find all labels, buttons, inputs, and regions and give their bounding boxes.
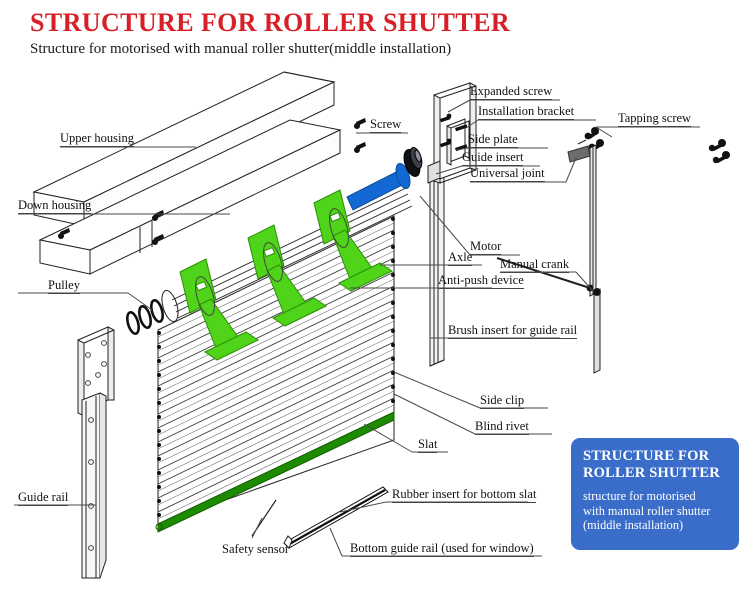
axle-assembly xyxy=(126,187,413,361)
pulley-rings xyxy=(126,299,164,335)
label-screw: Screw xyxy=(370,117,402,133)
bottom-guide-rail-part xyxy=(283,486,389,549)
installation-bracket-part xyxy=(427,82,477,184)
label-side-plate: Side plate xyxy=(468,132,518,148)
right-guide-rail-part xyxy=(429,169,445,367)
info-card-title-line-2: ROLLER SHUTTER xyxy=(583,465,720,481)
label-manual-crank: Manual crank xyxy=(500,257,570,273)
info-card-title-line-1: STRUCTURE FOR xyxy=(583,448,710,464)
label-pulley: Pulley xyxy=(48,278,80,294)
pulley-plate-part xyxy=(77,326,115,579)
label-installation-bracket: Installation bracket xyxy=(478,104,575,120)
anti-push-device-2 xyxy=(247,224,328,327)
label-rubber-insert: Rubber insert for bottom slat xyxy=(392,487,537,503)
universal-joint-part xyxy=(496,127,730,374)
page-title: STRUCTURE FOR ROLLER SHUTTER xyxy=(30,8,511,37)
label-brush-insert: Brush insert for guide rail xyxy=(448,323,578,339)
label-guide-insert: Guide insert xyxy=(462,150,524,166)
slat-curtain-panel xyxy=(155,215,395,533)
page-subtitle: Structure for motorised with manual roll… xyxy=(30,41,452,57)
label-anti-push-device: Anti-push device xyxy=(438,273,524,289)
motor-part xyxy=(346,146,423,211)
anti-push-device-3 xyxy=(313,189,394,292)
label-down-housing: Down housing xyxy=(18,198,92,214)
label-bottom-guide-rail: Bottom guide rail (used for window) xyxy=(350,541,534,557)
info-card-body-line-2: with manual roller shutter xyxy=(583,503,711,518)
label-upper-housing: Upper housing xyxy=(60,131,134,147)
label-universal-joint: Universal joint xyxy=(470,166,545,182)
anti-push-device-1 xyxy=(179,258,260,361)
label-axle: Axle xyxy=(448,250,473,266)
label-tapping-screw: Tapping screw xyxy=(618,111,692,127)
info-card-body-line-1: structure for motorised xyxy=(583,489,696,503)
label-blind-rivet: Blind rivet xyxy=(475,419,529,435)
label-slat: Slat xyxy=(418,437,438,453)
label-safety-sensor: Safety sensor xyxy=(222,542,289,556)
label-expanded-screw: Expanded screw xyxy=(470,84,553,100)
info-card-body-line-3: (middle installation) xyxy=(583,518,684,532)
info-card: STRUCTURE FOR ROLLER SHUTTER structure f… xyxy=(571,438,739,550)
label-side-clip: Side clip xyxy=(480,393,525,409)
label-guide-rail: Guide rail xyxy=(18,490,69,506)
label-motor: Motor xyxy=(470,239,502,255)
down-housing-part xyxy=(38,119,342,275)
